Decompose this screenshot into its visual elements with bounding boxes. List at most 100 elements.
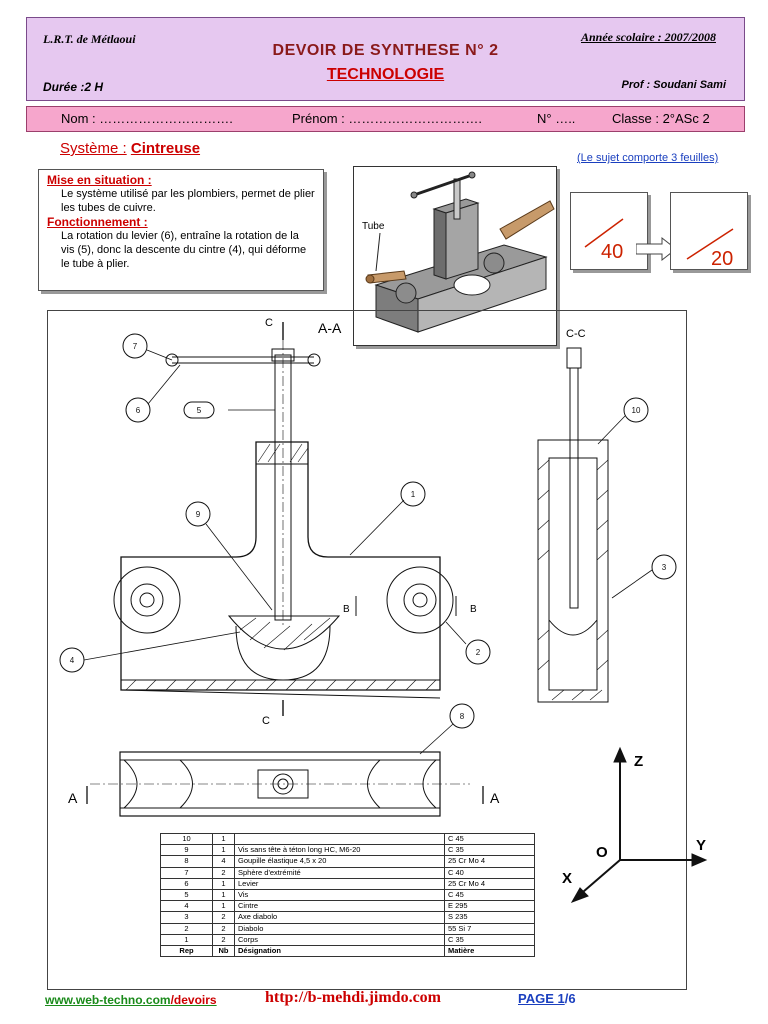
table-cell: 1 bbox=[160, 933, 213, 946]
scale-box-from: 40 bbox=[570, 192, 648, 270]
table-cell: 1 bbox=[212, 877, 235, 890]
callout-10: 10 bbox=[632, 406, 641, 415]
table-cell: 25 Cr Mo 4 bbox=[444, 877, 535, 890]
table-cell: 4 bbox=[160, 900, 213, 913]
axis-y-label: Y bbox=[696, 837, 706, 854]
table-cell: 1 bbox=[212, 888, 235, 902]
table-cell: E 295 bbox=[444, 900, 535, 913]
table-cell: C 45 bbox=[444, 832, 535, 846]
table-cell: S 235 bbox=[444, 911, 535, 924]
callout-8: 8 bbox=[460, 712, 465, 721]
axis-origin-label: O bbox=[596, 844, 608, 861]
scale-from-value: 40 bbox=[601, 241, 624, 263]
school-year: Année scolaire : 2007/2008 bbox=[581, 30, 716, 44]
table-cell: 2 bbox=[212, 911, 235, 924]
table-cell: Cintre bbox=[234, 900, 445, 913]
table-cell: 25 Cr Mo 4 bbox=[444, 855, 535, 868]
table-cell: 2 bbox=[160, 922, 213, 935]
table-header-cell: Rep bbox=[160, 944, 213, 958]
table-cell: Sphère d'extrémité bbox=[234, 866, 445, 879]
section-cc-label: C-C bbox=[566, 328, 586, 340]
technical-drawing-frame bbox=[47, 310, 687, 990]
identity-bar: Nom : …………………………. Prénom : …………………………. N… bbox=[26, 106, 745, 132]
table-cell: C 40 bbox=[444, 866, 535, 879]
callout-1: 1 bbox=[411, 490, 416, 499]
school-name: L.R.T. de Métlaoui bbox=[43, 32, 136, 46]
cut-c-bottom: C bbox=[262, 715, 270, 727]
table-cell: 8 bbox=[160, 855, 213, 868]
table-cell: 5 bbox=[160, 888, 213, 902]
table-cell: 2 bbox=[212, 922, 235, 935]
callout-9: 9 bbox=[196, 510, 201, 519]
classe-label: Classe : 2°ASc 2 bbox=[612, 111, 710, 126]
table-cell: Levier bbox=[234, 877, 445, 890]
axis-z-label: Z bbox=[634, 753, 643, 770]
cintreuse-3d-view: Tube bbox=[353, 166, 557, 346]
footer-site-link[interactable]: www.web-techno.com/devoirs bbox=[45, 993, 217, 1007]
page-total: /6 bbox=[564, 991, 576, 1006]
prenom-field[interactable]: Prénom : …………………………. bbox=[292, 111, 482, 126]
header-box: L.R.T. de Métlaoui Année scolaire : 2007… bbox=[26, 17, 745, 101]
footer-site[interactable]: www.web-techno.com bbox=[45, 993, 171, 1007]
cut-a-left: A bbox=[68, 790, 78, 806]
callout-2: 2 bbox=[476, 648, 481, 657]
teacher-name: Prof : Soudani Sami bbox=[621, 79, 726, 91]
page-label: PAGE bbox=[518, 991, 558, 1006]
section-aa-label: A-A bbox=[318, 320, 342, 336]
table-cell: 4 bbox=[212, 855, 235, 868]
sheet-count-note: (Le sujet comporte 3 feuilles) bbox=[577, 152, 719, 164]
callout-4: 4 bbox=[70, 656, 75, 665]
mise-title: Mise en situation : bbox=[47, 173, 152, 187]
exam-duration: Durée :2 H bbox=[43, 80, 104, 94]
page-num: 1 bbox=[557, 991, 565, 1006]
scale-slash-to bbox=[686, 228, 734, 260]
scale-to-value: 20 bbox=[711, 248, 734, 270]
nom-field[interactable]: Nom : …………………………. bbox=[61, 111, 233, 126]
footer-site-section[interactable]: /devoirs bbox=[170, 993, 217, 1007]
fonc-text: La rotation du levier (6), entraîne la r… bbox=[61, 230, 307, 270]
table-cell: Goupille élastique 4,5 x 20 bbox=[234, 855, 445, 868]
table-cell: Corps bbox=[234, 933, 445, 946]
table-cell: C 35 bbox=[444, 933, 535, 946]
system-label: Système : bbox=[60, 140, 127, 157]
table-cell: 7 bbox=[160, 866, 213, 879]
callout-3: 3 bbox=[662, 563, 667, 572]
table-cell: 6 bbox=[160, 877, 213, 890]
cut-c-top: C bbox=[265, 317, 273, 329]
table-header-cell: Désignation bbox=[234, 944, 445, 958]
table-cell: C 35 bbox=[444, 844, 535, 857]
callout-6: 6 bbox=[136, 406, 141, 415]
system-name: Cintreuse bbox=[130, 140, 201, 157]
table-cell: 10 bbox=[160, 832, 213, 846]
table-cell: 1 bbox=[212, 900, 235, 913]
cut-b-left: B bbox=[343, 604, 350, 615]
exam-title: DEVOIR DE SYNTHESE N° 2 bbox=[272, 42, 499, 59]
footer-url[interactable]: http://b-mehdi.jimdo.com bbox=[265, 989, 441, 1006]
table-cell: Axe diabolo bbox=[234, 911, 445, 924]
scale-arrow-icon bbox=[636, 236, 677, 262]
cut-a-right: A bbox=[490, 790, 500, 806]
callout-7: 7 bbox=[133, 342, 138, 351]
table-cell: Diabolo bbox=[234, 922, 445, 935]
table-cell: 1 bbox=[212, 832, 235, 846]
table-cell: Vis sans tête à téton long HC, M6-20 bbox=[234, 844, 445, 857]
table-header-cell: Nb bbox=[212, 944, 235, 958]
numero-field[interactable]: N° ….. bbox=[537, 111, 576, 126]
table-cell: 1 bbox=[212, 844, 235, 857]
scale-box-to: 20 bbox=[670, 192, 748, 270]
description-box: Mise en situation : Le système utilisé p… bbox=[38, 169, 324, 291]
table-cell: 55 Si 7 bbox=[444, 922, 535, 935]
table-cell: 3 bbox=[160, 911, 213, 924]
